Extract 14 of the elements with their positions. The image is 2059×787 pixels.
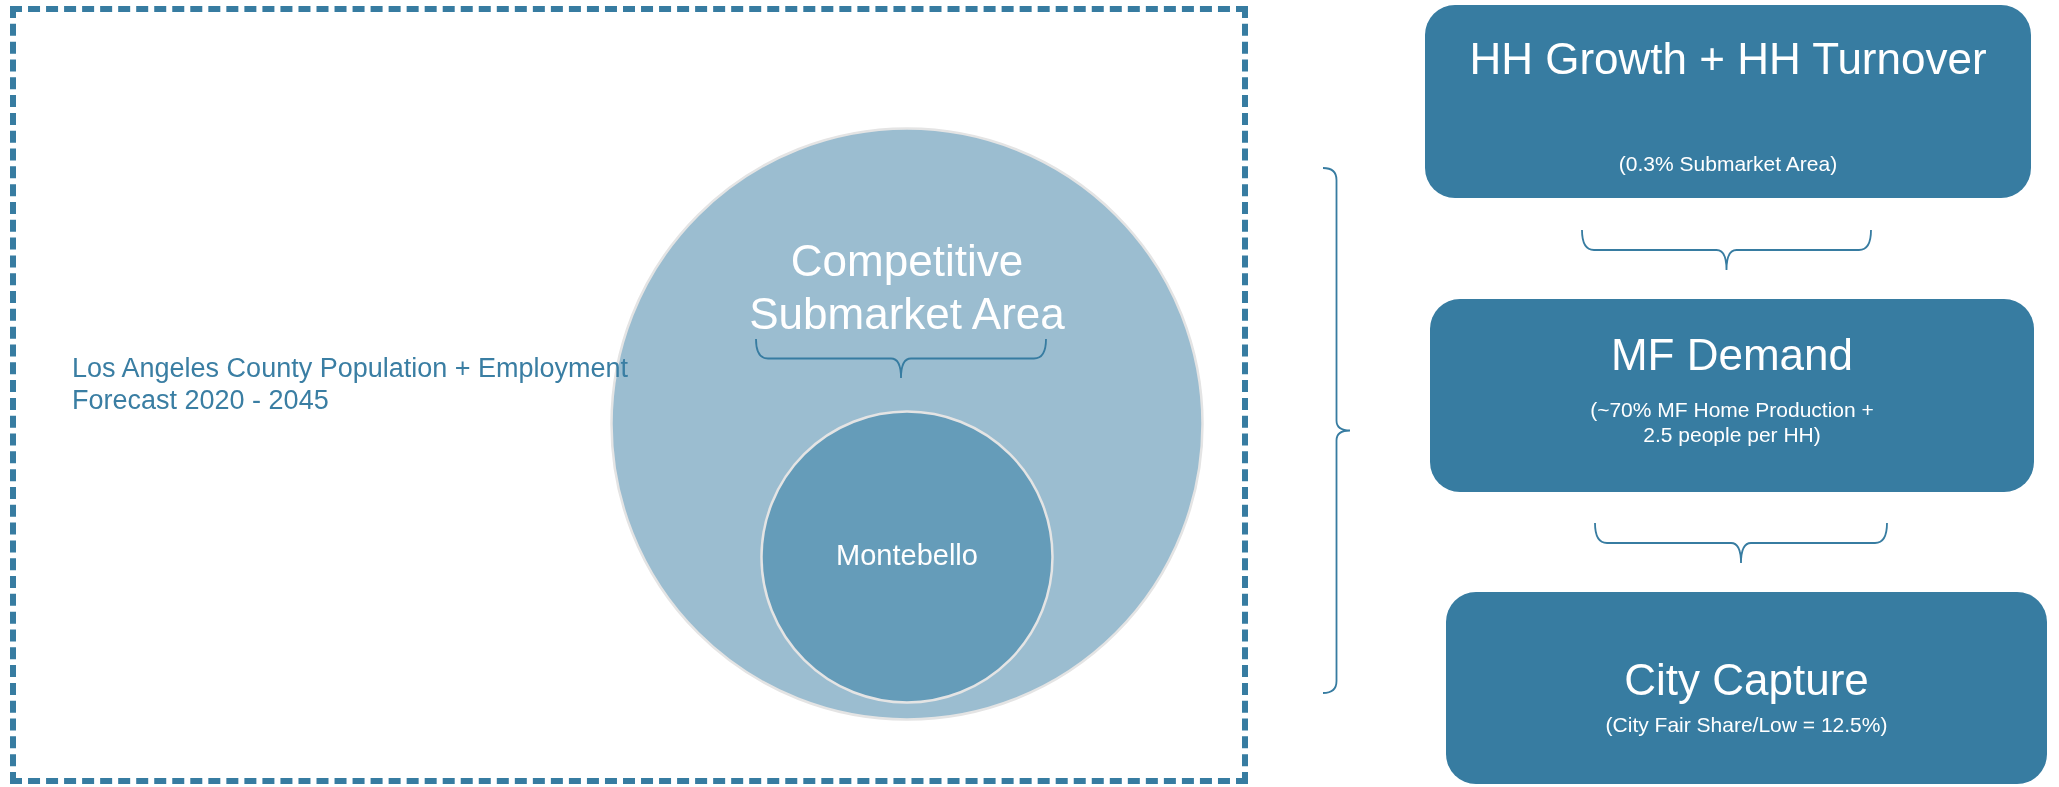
region-label: Los Angeles County Population + Employment Forecast 2020 - 2045 [72, 352, 630, 417]
process-box [1425, 5, 2031, 198]
process-box [1446, 592, 2047, 784]
process-box [1430, 299, 2034, 492]
circle-label: Competitive Submarket Area [748, 235, 1066, 340]
box-title: HH Growth + HH Turnover [1468, 33, 1988, 85]
city-circle [760, 410, 1054, 704]
box-title: MF Demand [1609, 329, 1855, 381]
box-subtitle: (0.3% Submarket Area) [1617, 151, 1839, 177]
box-subtitle: (~70% MF Home Production + 2.5 people per HH) [1589, 397, 1875, 448]
box-title: City Capture [1623, 654, 1870, 706]
circle-label: Montebello [835, 538, 979, 573]
box-subtitle: (City Fair Share/Low = 12.5%) [1604, 712, 1889, 738]
dashed-region-box [10, 6, 1248, 784]
